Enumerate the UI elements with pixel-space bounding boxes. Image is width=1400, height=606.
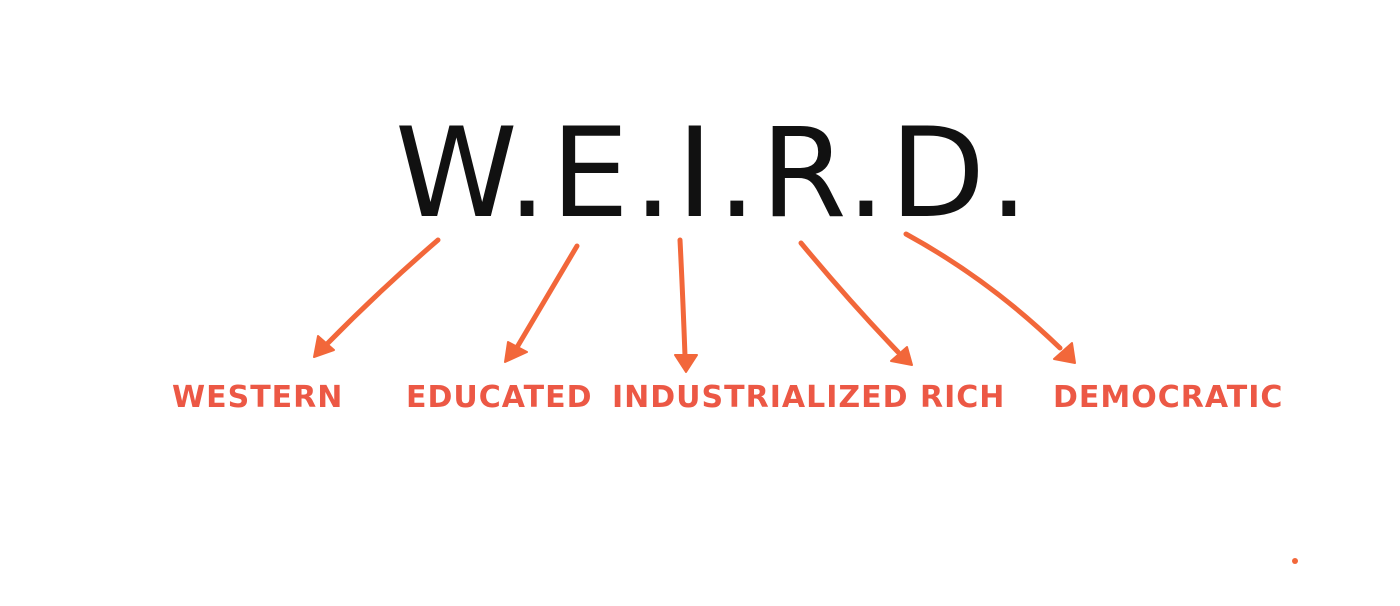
arrow-educated: [504, 243, 580, 363]
arrow-rich: [798, 240, 913, 366]
term-industrialized: INDUSTRIALIZED: [612, 380, 909, 415]
term-democratic: DEMOCRATIC: [1053, 380, 1284, 415]
arrow-western: [313, 237, 441, 358]
arrow-democratic: [903, 231, 1076, 364]
arrow-industrialized: [674, 237, 698, 373]
stray-dot: [1292, 558, 1298, 564]
acronym-title: W.E.I.R.D.: [395, 102, 1033, 246]
term-western: WESTERN: [172, 380, 344, 415]
term-educated: EDUCATED: [406, 380, 593, 415]
term-rich: RICH: [920, 380, 1006, 415]
